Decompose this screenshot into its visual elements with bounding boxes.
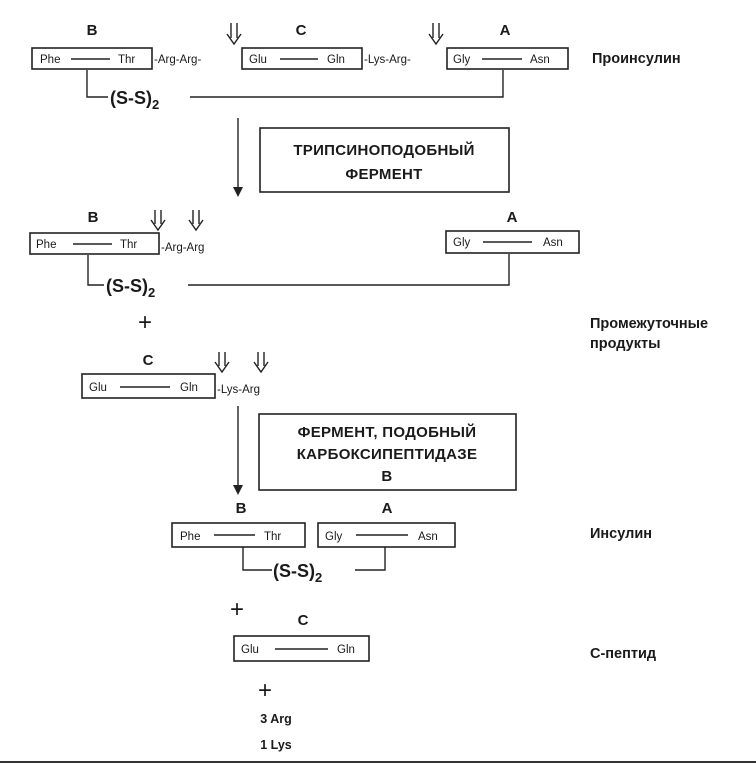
chain-b-label: B bbox=[236, 500, 247, 517]
cleavage-arrow-icon bbox=[226, 23, 242, 46]
residue-thr: Thr bbox=[264, 531, 281, 543]
enzyme-2-line-3: В bbox=[381, 468, 392, 485]
disulfide-label: (S-S)2 bbox=[106, 276, 155, 300]
c-peptide-label: С-пептид bbox=[590, 646, 656, 662]
chain-a-box bbox=[446, 47, 569, 70]
intermediate-stage: B A Phe Thr -Arg-Arg Gly Asn (S-S)2 + Пр… bbox=[29, 209, 708, 399]
residue-gln: Gln bbox=[327, 54, 345, 66]
residue-asn: Asn bbox=[418, 531, 438, 543]
cleavage-arrow-icon bbox=[188, 210, 204, 232]
disulfide-bracket bbox=[242, 547, 386, 571]
residue-phe: Phe bbox=[180, 531, 200, 543]
chain-b-label: B bbox=[87, 22, 98, 39]
proinsulin-stage: B C A Phe Thr -Arg-Arg- Glu Gln -Lys-Arg… bbox=[31, 22, 681, 112]
disulfide-bracket bbox=[87, 254, 510, 286]
cleavage-arrow-icon bbox=[214, 352, 230, 374]
chain-c-box bbox=[241, 47, 363, 70]
disulfide-label: (S-S)2 bbox=[273, 561, 322, 585]
linker-lys-arg: -Lys-Arg bbox=[217, 384, 260, 396]
enzyme-2-line-2: КАРБОКСИПЕПТИДАЗЕ bbox=[297, 446, 478, 463]
linker-arg-arg: -Arg-Arg bbox=[161, 242, 204, 254]
free-arg-count: 3 Arg bbox=[260, 712, 292, 726]
residue-gly: Gly bbox=[453, 54, 471, 66]
residue-glu: Glu bbox=[241, 644, 259, 656]
cleavage-arrow-icon bbox=[253, 352, 269, 374]
linker-arg-arg: -Arg-Arg- bbox=[154, 54, 201, 66]
carboxypeptidase-like-enzyme-box: ФЕРМЕНТ, ПОДОБНЫЙ КАРБОКСИПЕПТИДАЗЕ В bbox=[258, 413, 517, 491]
cleavage-arrow-icon bbox=[150, 210, 166, 232]
chain-a-label: A bbox=[507, 209, 518, 226]
free-lys-count: 1 Lys bbox=[260, 738, 292, 752]
residue-asn: Asn bbox=[543, 237, 563, 249]
insulin-stage: B A Phe Thr Gly Asn (S-S)2 Инсулин bbox=[171, 500, 652, 585]
intermediates-label-line-1: Промежуточные bbox=[590, 316, 708, 332]
residue-glu: Glu bbox=[249, 54, 267, 66]
plus-sign: + bbox=[138, 309, 152, 336]
c-peptide-stage: + C Glu Gln С-пептид bbox=[230, 596, 656, 662]
plus-sign: + bbox=[230, 596, 244, 623]
enzyme-2-line-1: ФЕРМЕНТ, ПОДОБНЫЙ bbox=[298, 423, 477, 441]
chain-c-box bbox=[81, 373, 216, 399]
residue-phe: Phe bbox=[40, 54, 60, 66]
proinsulin-label: Проинсулин bbox=[592, 51, 681, 67]
residue-thr: Thr bbox=[118, 54, 135, 66]
chain-a-label: A bbox=[382, 500, 393, 517]
chain-b-box bbox=[29, 232, 160, 255]
chain-a-box bbox=[317, 522, 456, 548]
chain-b-label: B bbox=[88, 209, 99, 226]
residue-phe: Phe bbox=[36, 239, 56, 251]
trypsin-like-enzyme-box: ТРИПСИНОПОДОБНЫЙ ФЕРМЕНТ bbox=[259, 127, 510, 193]
chain-c-label: C bbox=[143, 352, 154, 369]
chain-c-label: C bbox=[296, 22, 307, 39]
residue-glu: Glu bbox=[89, 382, 107, 394]
chain-a-box bbox=[445, 230, 580, 254]
residue-asn: Asn bbox=[530, 54, 550, 66]
residue-gly: Gly bbox=[453, 237, 471, 249]
insulin-label: Инсулин bbox=[590, 526, 652, 542]
chain-b-box bbox=[171, 522, 306, 548]
chain-b-box bbox=[31, 47, 153, 70]
residue-gln: Gln bbox=[180, 382, 198, 394]
cleavage-arrow-icon bbox=[428, 23, 444, 46]
enzyme-1-line-1: ТРИПСИНОПОДОБНЫЙ bbox=[293, 141, 474, 159]
free-amino-acids-stage: + 3 Arg 1 Lys bbox=[258, 677, 292, 752]
enzyme-1-line-2: ФЕРМЕНТ bbox=[345, 166, 422, 183]
disulfide-label: (S-S)2 bbox=[110, 88, 159, 112]
linker-lys-arg: -Lys-Arg- bbox=[364, 54, 411, 66]
chain-a-label: A bbox=[500, 22, 511, 39]
disulfide-bracket bbox=[86, 70, 504, 98]
residue-gly: Gly bbox=[325, 531, 343, 543]
chain-c-box bbox=[233, 635, 370, 662]
residue-gln: Gln bbox=[337, 644, 355, 656]
chain-c-label: C bbox=[298, 612, 309, 629]
residue-thr: Thr bbox=[120, 239, 137, 251]
intermediates-label-line-2: продукты bbox=[590, 336, 660, 352]
plus-sign: + bbox=[258, 677, 272, 704]
